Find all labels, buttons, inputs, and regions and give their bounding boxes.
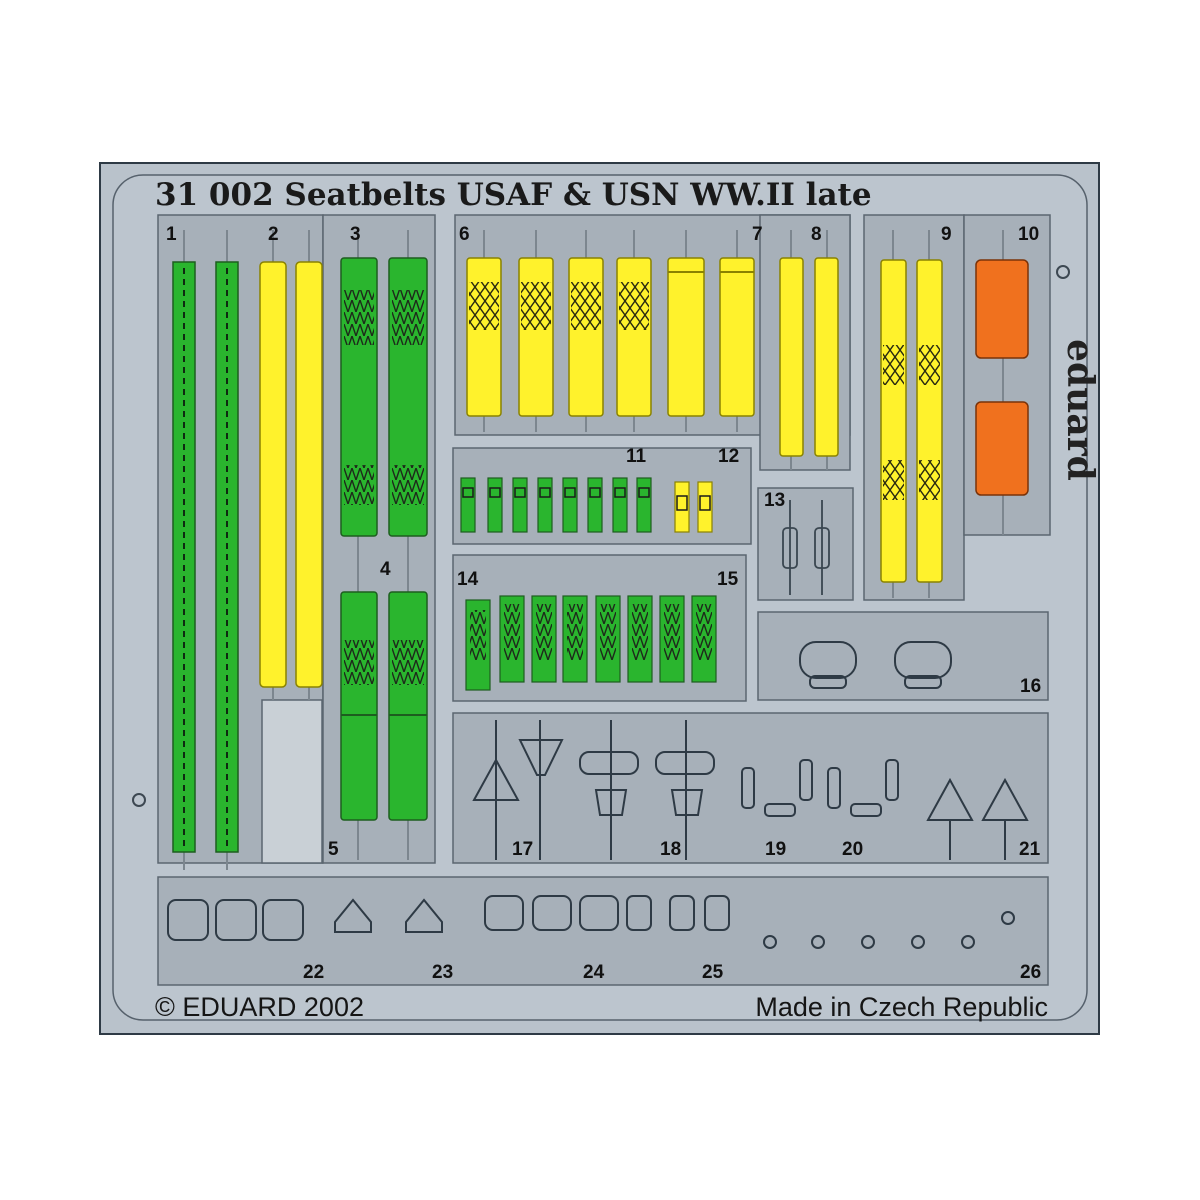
part-number-10: 10 — [1018, 224, 1039, 245]
part-number-3: 3 — [350, 224, 361, 245]
parts-17-21-buckles — [472, 720, 1029, 860]
part-9-yellow-straps — [880, 230, 943, 598]
panel-parts-17-21 — [452, 712, 1049, 864]
part-number-25: 25 — [702, 962, 724, 983]
part-number-11: 11 — [626, 446, 647, 467]
parts-3-5-green-straps — [340, 230, 428, 860]
part-13-buckles — [782, 500, 830, 595]
part-16-buckle-frames — [799, 641, 952, 689]
yellow-strap — [295, 261, 323, 688]
part-number-22: 22 — [303, 962, 324, 983]
copyright-text: © EDUARD 2002 — [155, 992, 364, 1022]
brand-logo: eduard — [1059, 339, 1101, 481]
part-number-4: 4 — [380, 559, 391, 580]
panel-part-13 — [757, 487, 854, 601]
part-number-19: 19 — [765, 839, 786, 860]
part-2-yellow-straps — [259, 230, 323, 700]
part-number-21: 21 — [1019, 839, 1041, 860]
part-number-23: 23 — [432, 962, 453, 983]
part-number-labels: 1 2 3 4 5 6 7 8 9 10 11 12 13 14 15 16 1… — [166, 224, 1041, 983]
yellow-strap — [259, 261, 287, 688]
parts-22-26-hardware — [167, 895, 1015, 949]
mount-hole-left — [132, 793, 146, 807]
panel-part-9 — [863, 214, 965, 601]
panel-notch — [261, 699, 323, 864]
part-number-5: 5 — [328, 839, 339, 860]
part-number-20: 20 — [842, 839, 863, 860]
part-number-8: 8 — [811, 224, 822, 245]
part-number-24: 24 — [583, 962, 605, 983]
part-number-7: 7 — [752, 224, 763, 245]
panel-part-16 — [757, 611, 1049, 701]
part-number-1: 1 — [166, 224, 177, 245]
mount-hole-right — [1056, 265, 1070, 279]
fret-title: 31 002 Seatbelts USAF & USN WW.II late — [155, 177, 872, 213]
part-number-14: 14 — [457, 569, 479, 590]
part-number-16: 16 — [1020, 676, 1041, 697]
part-number-9: 9 — [941, 224, 952, 245]
part-number-2: 2 — [268, 224, 279, 245]
part-number-13: 13 — [764, 490, 785, 511]
part-number-15: 15 — [717, 569, 739, 590]
part-number-12: 12 — [718, 446, 739, 467]
part-number-6: 6 — [459, 224, 470, 245]
parts-6-7-yellow-straps — [466, 230, 755, 432]
part-number-17: 17 — [512, 839, 533, 860]
made-in-text: Made in Czech Republic — [755, 992, 1048, 1022]
part-10-orange-pads — [975, 230, 1029, 535]
part-number-18: 18 — [660, 839, 681, 860]
parts-11-12-small-straps — [460, 477, 713, 533]
parts-14-15-green-buckles — [465, 595, 717, 691]
part-1-green-straps — [172, 230, 239, 870]
part-8-yellow-straps — [779, 230, 839, 470]
part-number-26: 26 — [1020, 962, 1041, 983]
